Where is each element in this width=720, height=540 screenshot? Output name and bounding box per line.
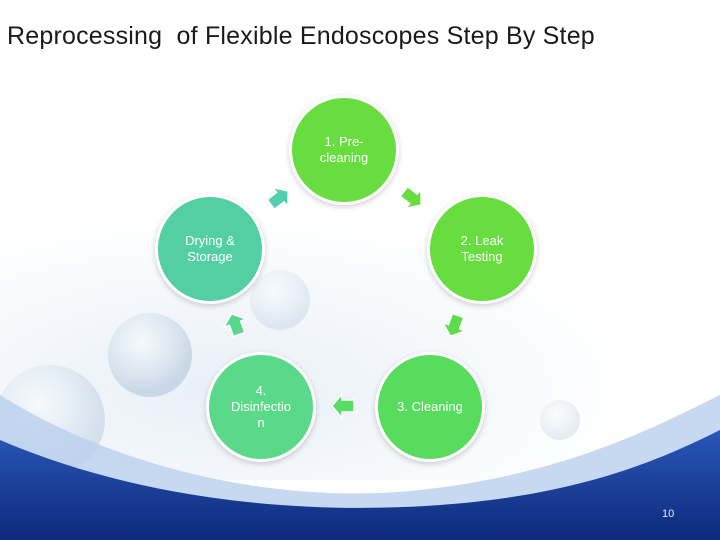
step-disinfection-line-2: Disinfectio	[231, 399, 291, 415]
step-pre-cleaning-line-2: cleaning	[320, 150, 368, 166]
step-drying-storage-line-1: Drying &	[185, 233, 235, 249]
step-disinfection-label: 4. Disinfectio n	[231, 383, 291, 431]
step-pre-cleaning-label: 1. Pre- cleaning	[320, 134, 368, 166]
step-pre-cleaning: 1. Pre- cleaning	[289, 95, 399, 205]
arrow-icon	[222, 312, 250, 340]
step-cleaning: 3. Cleaning	[375, 352, 485, 462]
step-leak-testing-label: 2. Leak Testing	[461, 233, 504, 265]
step-drying-storage-line-2: Storage	[185, 249, 235, 265]
slide-title: Reprocessing of Flexible Endoscopes Step…	[7, 22, 595, 51]
step-leak-testing-line-1: 2. Leak	[461, 233, 504, 249]
arrow-icon	[397, 183, 425, 211]
arrow-icon	[264, 185, 292, 213]
step-drying-storage: Drying & Storage	[155, 194, 265, 304]
arrow-icon	[441, 310, 469, 338]
step-pre-cleaning-line-1: 1. Pre-	[320, 134, 368, 150]
step-leak-testing: 2. Leak Testing	[427, 194, 537, 304]
step-disinfection: 4. Disinfectio n	[206, 352, 316, 462]
step-cleaning-label: 3. Cleaning	[397, 399, 463, 415]
arrow-icon	[331, 392, 359, 420]
step-disinfection-line-1: 4.	[231, 383, 291, 399]
page-number: 10	[662, 508, 674, 520]
step-drying-storage-label: Drying & Storage	[185, 233, 235, 265]
step-leak-testing-line-2: Testing	[461, 249, 504, 265]
step-disinfection-line-3: n	[231, 415, 291, 431]
step-cleaning-line-1: 3. Cleaning	[397, 399, 463, 415]
